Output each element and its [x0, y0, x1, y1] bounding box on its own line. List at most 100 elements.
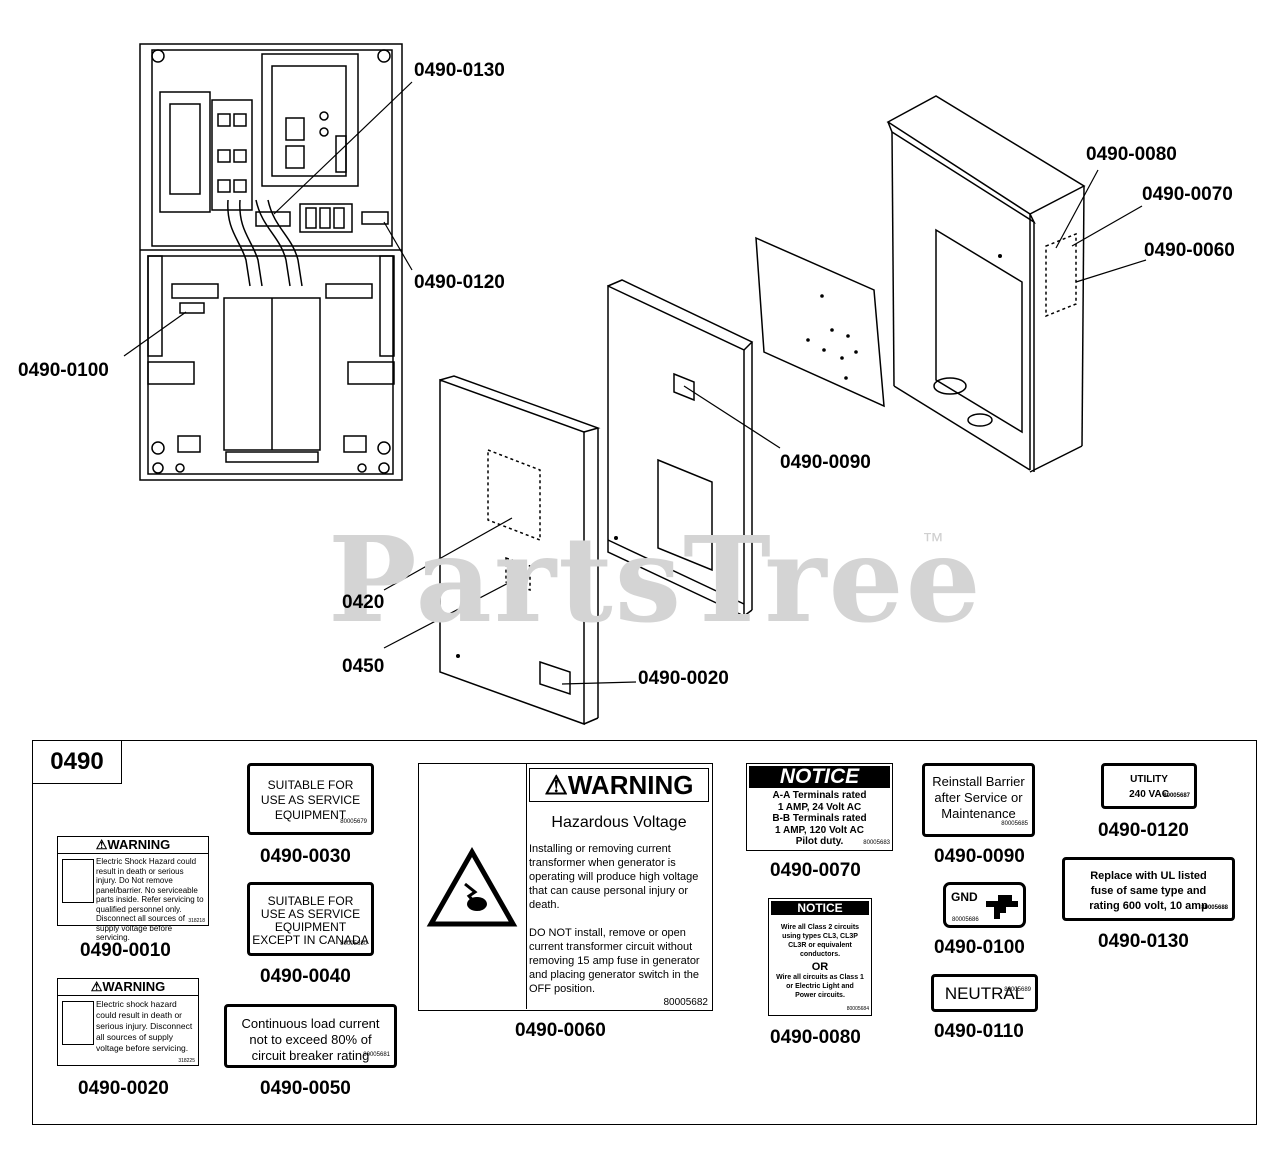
- decal-header: NOTICE: [771, 901, 869, 915]
- decal-line: B-B Terminals rated: [772, 813, 867, 824]
- shock-hazard-icon: [62, 859, 94, 903]
- decal-line: Wire all Class 2 circuits using types CL…: [780, 924, 860, 958]
- label-number: 0490-0070: [770, 860, 861, 881]
- decal-code: 80005689: [1004, 987, 1031, 993]
- decal-0490-0110[interactable]: NEUTRAL 80005689: [931, 974, 1038, 1012]
- decal-0490-0020[interactable]: ⚠WARNING Electric shock hazard could res…: [57, 978, 199, 1066]
- decal-code: 80005682: [663, 997, 709, 1008]
- back-plate: [755, 236, 885, 408]
- watermark: PartsTree: [328, 510, 983, 649]
- decal-line: A-A Terminals rated: [772, 790, 867, 801]
- decal-line: SUITABLE FOR: [267, 778, 354, 792]
- callout-0490-0090[interactable]: 0490-0090: [780, 452, 871, 473]
- decal-kit-tag: 0490: [32, 740, 122, 784]
- decal-text: Installing or removing current transform…: [529, 843, 699, 911]
- decal-line: fuse of same type and: [1090, 885, 1207, 897]
- decal-line: EQUIPMENT: [274, 808, 347, 822]
- decal-0490-0010[interactable]: ⚠WARNING Electric Shock Hazard could res…: [57, 836, 209, 942]
- decal-line: Pilot duty.: [795, 836, 844, 847]
- decal-0490-0100[interactable]: GND 80005686: [943, 882, 1026, 928]
- shock-hazard-icon: [62, 1001, 94, 1045]
- decal-line: Wire all circuits as Class 1 or Electric…: [776, 974, 864, 999]
- label-number: 0490-0120: [1098, 820, 1189, 841]
- decal-line: Continuous load current: [241, 1016, 380, 1031]
- callout-0450[interactable]: 0450: [342, 656, 385, 677]
- decal-code: 80005683: [863, 839, 890, 846]
- callout-0420[interactable]: 0420: [342, 592, 385, 613]
- trademark-symbol: ™: [922, 528, 944, 553]
- shock-hazard-icon: [426, 846, 518, 927]
- label-number: 0490-0040: [260, 966, 351, 987]
- decal-line: NEUTRAL: [944, 984, 1025, 1003]
- decal-0490-0090[interactable]: Reinstall Barrier after Service or Maint…: [922, 763, 1035, 837]
- label-number: 0490-0020: [78, 1078, 169, 1099]
- callout-0490-0070[interactable]: 0490-0070: [1142, 184, 1233, 205]
- transfer-switch-panel: [139, 43, 403, 481]
- decal-header: NOTICE: [749, 766, 890, 788]
- decal-line: USE AS SERVICE: [260, 793, 361, 807]
- decal-code: 80005686: [952, 917, 979, 923]
- decal-code: 80005685: [1001, 821, 1028, 827]
- warning-triangle-icon: ⚠: [90, 979, 103, 994]
- label-number: 0490-0050: [260, 1078, 351, 1099]
- barrier-panel: [607, 279, 754, 618]
- label-number: 0490-0090: [934, 846, 1025, 867]
- exploded-parts-drawing: [123, 43, 1147, 726]
- decal-header: WARNING: [107, 837, 171, 852]
- decal-0490-0130[interactable]: Replace with UL listed fuse of same type…: [1062, 857, 1235, 921]
- decal-line: 240 VAC: [1129, 789, 1169, 800]
- decal-line: 1 AMP, 120 Volt AC: [775, 824, 864, 836]
- decal-line: not to exceed 80% of: [249, 1032, 372, 1047]
- label-number: 0490-0100: [934, 937, 1025, 958]
- callout-0490-0120[interactable]: 0490-0120: [414, 272, 505, 293]
- decal-code: 80005679: [340, 819, 367, 825]
- callout-0490-0100[interactable]: 0490-0100: [18, 360, 109, 381]
- ground-symbol-icon: [986, 895, 1018, 919]
- decal-text: Electric Shock Hazard could result in de…: [96, 857, 204, 942]
- decal-line: GND: [951, 890, 978, 904]
- decal-0490-0120[interactable]: UTILITY 240 VAC 80005687: [1101, 763, 1197, 809]
- decal-line: EQUIPMENT: [274, 920, 347, 934]
- decal-0490-0080[interactable]: NOTICE Wire all Class 2 circuits using t…: [768, 898, 872, 1016]
- decal-code: 80005684: [846, 1006, 869, 1012]
- decal-code: 318225: [178, 1058, 195, 1064]
- decal-code: 80005688: [1201, 905, 1228, 911]
- decal-line: USE AS SERVICE: [260, 907, 361, 921]
- decal-line: Replace with UL listed: [1090, 870, 1207, 882]
- decal-0490-0050[interactable]: Continuous load current not to exceed 80…: [224, 1004, 397, 1068]
- decal-code: 80005680: [340, 941, 367, 947]
- decal-kit-panel: [32, 740, 1257, 1125]
- front-cover: [439, 375, 601, 726]
- decal-line: after Service or: [934, 790, 1023, 805]
- decal-code: 80005681: [363, 1052, 390, 1058]
- breaker-array: [223, 297, 321, 451]
- decal-header: WARNING: [102, 979, 166, 994]
- decal-line: Maintenance: [941, 806, 1016, 821]
- decal-line: UTILITY: [1130, 774, 1168, 785]
- decal-0490-0070[interactable]: NOTICE A-A Terminals rated 1 AMP, 24 Vol…: [746, 763, 893, 851]
- callout-0490-0060[interactable]: 0490-0060: [1144, 240, 1235, 261]
- decal-header: WARNING: [567, 770, 694, 800]
- label-number: 0490-0030: [260, 846, 351, 867]
- label-number: 0490-0130: [1098, 931, 1189, 952]
- decal-line: Reinstall Barrier: [932, 774, 1025, 789]
- label-number: 0490-0080: [770, 1027, 861, 1048]
- warning-triangle-icon: ⚠: [95, 837, 108, 852]
- decal-line: SUITABLE FOR: [267, 894, 354, 908]
- decal-0490-0040[interactable]: SUITABLE FOR USE AS SERVICE EQUIPMENT EX…: [247, 882, 374, 956]
- decal-code: 318218: [188, 918, 205, 924]
- decal-code: 80005687: [1163, 793, 1190, 799]
- label-number: 0490-0010: [80, 940, 171, 961]
- callout-0490-0080[interactable]: 0490-0080: [1086, 144, 1177, 165]
- decal-text: Electric shock hazard could result in de…: [96, 999, 193, 1053]
- warning-triangle-icon: ⚠: [544, 770, 568, 800]
- decal-line: circuit breaker rating: [251, 1048, 370, 1063]
- decal-0490-0060[interactable]: ⚠WARNING Hazardous Voltage Installing or…: [418, 763, 713, 1011]
- decal-line: 1 AMP, 24 Volt AC: [777, 801, 862, 813]
- callout-0490-0130[interactable]: 0490-0130: [414, 60, 505, 81]
- decal-0490-0030[interactable]: SUITABLE FOR USE AS SERVICE EQUIPMENT 80…: [247, 763, 374, 835]
- decal-or: OR: [811, 961, 829, 973]
- label-number: 0490-0110: [934, 1021, 1024, 1042]
- callout-0490-0020[interactable]: 0490-0020: [638, 668, 729, 689]
- label-number: 0490-0060: [515, 1020, 606, 1041]
